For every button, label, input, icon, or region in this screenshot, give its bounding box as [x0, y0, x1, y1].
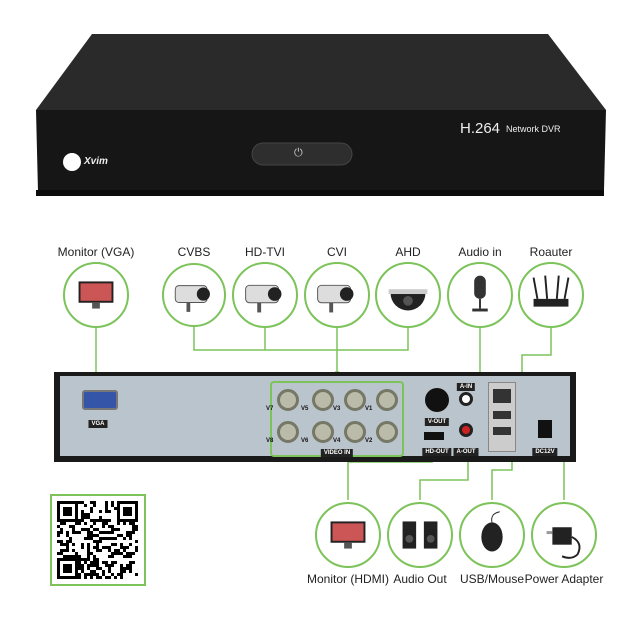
hdmi-port [424, 432, 444, 440]
bnc-port [277, 421, 299, 443]
channel-label: V1 [365, 406, 373, 412]
bullet-camera-icon [162, 263, 226, 327]
brand-logo: Xvim [84, 156, 108, 167]
bullet-camera-icon [232, 262, 298, 328]
outputs-label: USB/Mouse [459, 572, 525, 586]
dome-camera-icon [375, 262, 441, 328]
channel-label: V8 [266, 438, 274, 444]
a-in-label: A-IN [456, 383, 476, 391]
qr-code-image [57, 501, 138, 579]
router-icon [518, 262, 584, 328]
inputs-label: AHD [395, 245, 421, 259]
power-icon[interactable]: ⏻ [294, 147, 303, 159]
audio-out-port [459, 423, 473, 437]
bnc-port [277, 389, 299, 411]
bnc-port [344, 389, 366, 411]
channel-label: V2 [365, 438, 373, 444]
a-out-label: A-OUT [453, 448, 479, 456]
outputs-label: Audio Out [393, 572, 447, 586]
model-label: Network DVR [506, 124, 561, 134]
v-out-port [425, 388, 449, 412]
mouse-icon [459, 502, 525, 568]
vga-port [82, 390, 118, 410]
outputs-label: Monitor (HDMI) [306, 572, 390, 586]
bnc-port [312, 389, 334, 411]
video-in-label: VIDEO IN [320, 449, 354, 457]
channel-label: V3 [333, 406, 341, 412]
inputs-label: CVI [326, 245, 348, 259]
brand-logo-icon [63, 153, 81, 171]
codec-label: H.264 [460, 120, 501, 137]
power-adapter-icon [531, 502, 597, 568]
inputs-label: Audio in [458, 245, 502, 259]
bnc-port [344, 421, 366, 443]
bnc-port [376, 389, 398, 411]
channel-label: V7 [266, 406, 274, 412]
channel-label: V6 [301, 438, 309, 444]
v-out-label: V-OUT [424, 418, 450, 426]
channel-label: V4 [333, 438, 341, 444]
inputs-label: Roauter [529, 245, 573, 259]
inputs-label: Monitor (VGA) [57, 245, 135, 259]
vga-label: VGA [88, 420, 108, 428]
dvr-front-view [36, 34, 606, 196]
outputs-label: Power Adapter [524, 572, 604, 586]
channel-label: V5 [301, 406, 309, 412]
dc-port [538, 420, 552, 438]
bnc-port [376, 421, 398, 443]
inputs-label: HD-TVI [245, 245, 285, 259]
monitor-icon [63, 262, 129, 328]
microphone-icon [447, 262, 513, 328]
inputs-label: CVBS [177, 245, 211, 259]
dc-label: DC12V [532, 448, 558, 456]
monitor-icon [315, 502, 381, 568]
hd-out-label: HD-OUT [422, 448, 452, 456]
bnc-port [312, 421, 334, 443]
bullet-camera-icon [304, 262, 370, 328]
speakers-icon [387, 502, 453, 568]
qr-code[interactable] [50, 494, 146, 586]
network-usb-block [488, 382, 516, 452]
audio-in-port [459, 392, 473, 406]
